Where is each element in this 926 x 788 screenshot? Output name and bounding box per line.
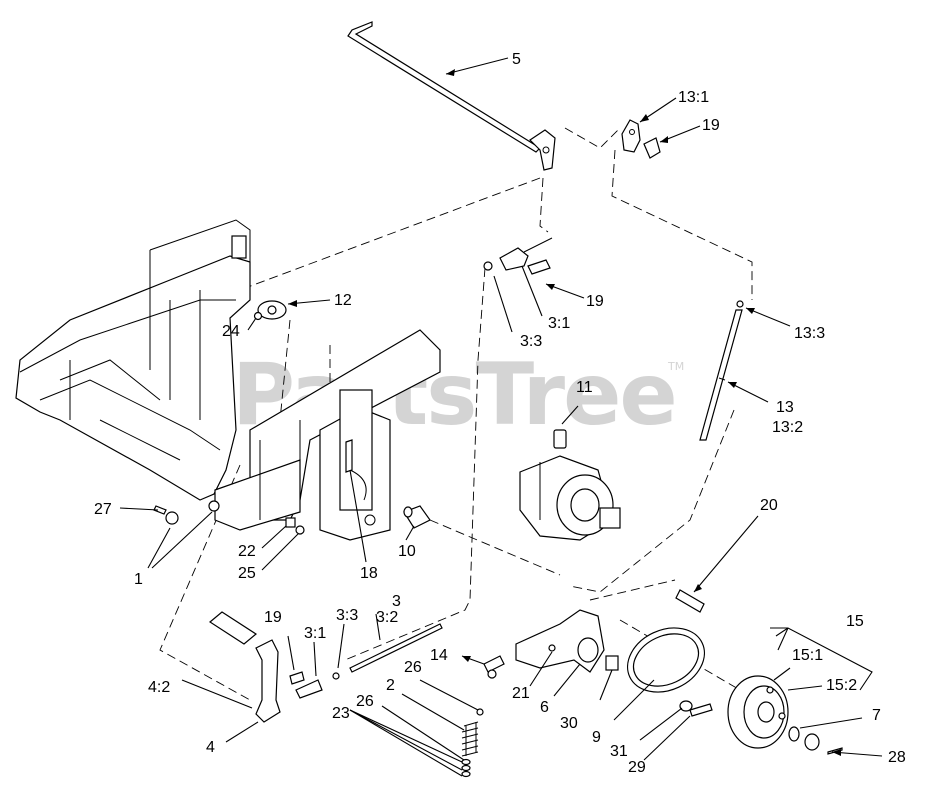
linkage-3-1-low bbox=[295, 679, 323, 699]
nut-part-21 bbox=[548, 644, 556, 652]
nut-part-24 bbox=[253, 311, 263, 321]
callout-23: 23 bbox=[332, 705, 350, 722]
pin-part-27 bbox=[153, 505, 167, 515]
nut-part-7 bbox=[804, 733, 820, 751]
callout-3-2: 3:2 bbox=[376, 609, 398, 626]
callout-10: 10 bbox=[398, 543, 416, 560]
clip-part-19-top bbox=[643, 137, 661, 159]
pedal-part-4 bbox=[208, 611, 281, 723]
bracket-13-1 bbox=[621, 119, 641, 153]
motor-housing bbox=[519, 455, 621, 541]
bolt-part-14 bbox=[483, 655, 505, 679]
flange-bushing-part-12 bbox=[257, 300, 287, 320]
callout-30: 30 bbox=[560, 715, 578, 732]
bolt-part-18 bbox=[345, 439, 353, 473]
callout-12: 12 bbox=[334, 292, 352, 309]
callout-2: 2 bbox=[386, 677, 395, 694]
callout-4-2: 4:2 bbox=[148, 679, 170, 696]
pin-part-20 bbox=[675, 589, 705, 613]
callout-13-1: 13:1 bbox=[678, 89, 709, 106]
brake-band-part-9 bbox=[626, 627, 706, 693]
washer-part-25 bbox=[295, 525, 305, 535]
callout-11: 11 bbox=[576, 379, 593, 396]
arrowheads bbox=[288, 69, 841, 756]
rod-part-3 bbox=[349, 623, 443, 673]
callout-13: 13 bbox=[776, 399, 794, 416]
callout-3-3-low: 3:3 bbox=[336, 607, 358, 624]
nuts-part-1 bbox=[165, 500, 220, 525]
callout-27: 27 bbox=[94, 501, 112, 518]
callout-21: 21 bbox=[512, 685, 530, 702]
callout-24: 24 bbox=[222, 323, 240, 340]
washer-part-7 bbox=[788, 726, 800, 742]
callout-7: 7 bbox=[872, 707, 881, 724]
callout-19-top: 19 bbox=[702, 117, 720, 134]
callout-20: 20 bbox=[760, 497, 778, 514]
washer-part-26-top bbox=[476, 708, 484, 716]
callout-5: 5 bbox=[512, 51, 521, 68]
pin-part-19-mid bbox=[527, 259, 551, 275]
callout-labels: 5 13:1 19 12 24 19 3:1 3:3 13:3 13 13:2 … bbox=[94, 51, 906, 776]
callout-19-low: 19 bbox=[264, 609, 282, 626]
trademark-mark: TM bbox=[667, 360, 684, 373]
callout-28: 28 bbox=[888, 749, 906, 766]
callout-14: 14 bbox=[430, 647, 448, 664]
callout-3: 3 bbox=[392, 593, 401, 610]
callout-18: 18 bbox=[360, 565, 378, 582]
callout-6: 6 bbox=[540, 699, 549, 716]
callout-4: 4 bbox=[206, 739, 215, 756]
callout-15-1: 15:1 bbox=[792, 647, 823, 664]
callout-3-1-mid: 3:1 bbox=[548, 315, 570, 332]
callout-15-2: 15:2 bbox=[826, 677, 857, 694]
linkage-3-1-mid bbox=[499, 237, 553, 271]
callout-9: 9 bbox=[592, 729, 601, 746]
washers-part-23 bbox=[461, 758, 471, 778]
side-plate-assembly bbox=[214, 329, 441, 541]
callout-25: 25 bbox=[238, 565, 256, 582]
callout-15: 15 bbox=[846, 613, 864, 630]
callout-3-1-low: 3:1 bbox=[304, 625, 326, 642]
callout-22: 22 bbox=[238, 543, 256, 560]
callout-26-b: 26 bbox=[356, 693, 374, 710]
brake-arm-part-6 bbox=[515, 609, 605, 673]
spring-part-2 bbox=[461, 721, 479, 757]
washer-3-3-low bbox=[332, 672, 340, 680]
callout-29: 29 bbox=[628, 759, 646, 776]
clip-part-19-low bbox=[289, 671, 305, 685]
bushing-part-22 bbox=[285, 517, 296, 528]
callout-13-2: 13:2 bbox=[772, 419, 803, 436]
wheel-hub-part-15 bbox=[727, 675, 789, 749]
rod-part-13 bbox=[699, 300, 744, 441]
chassis-frame bbox=[15, 219, 251, 501]
bracket-15-left bbox=[777, 627, 789, 651]
spacer-part-10 bbox=[403, 505, 431, 529]
washer-part-31 bbox=[679, 700, 693, 712]
callout-31: 31 bbox=[610, 743, 628, 760]
bolt-part-29 bbox=[689, 703, 713, 717]
spacer-part-30 bbox=[605, 655, 619, 671]
callout-1: 1 bbox=[134, 571, 143, 588]
callout-3-3-mid: 3:3 bbox=[520, 333, 542, 350]
callout-19-mid: 19 bbox=[586, 293, 604, 310]
callout-26-a: 26 bbox=[404, 659, 422, 676]
pin-part-11 bbox=[553, 429, 567, 449]
callout-13-3: 13:3 bbox=[794, 325, 825, 342]
rod-part-5 bbox=[347, 21, 556, 171]
washer-3-3-mid bbox=[483, 261, 493, 271]
